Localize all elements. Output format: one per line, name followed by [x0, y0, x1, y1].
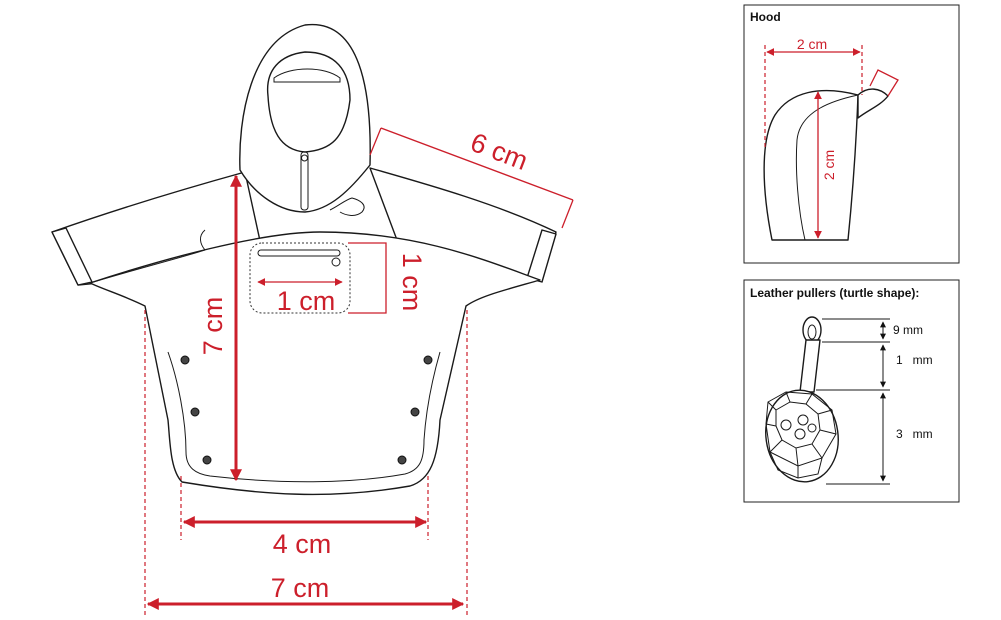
- pocket-width-label: 1 cm: [277, 286, 336, 316]
- pullers-panel-title: Leather pullers (turtle shape):: [750, 286, 919, 300]
- puller-measure-1: 9 mm: [893, 323, 923, 337]
- hood-panel: Hood 2 cm 2 cm: [743, 4, 960, 264]
- total-width-label: 7 cm: [271, 573, 330, 603]
- turtle-puller-icon: [765, 389, 839, 483]
- sleeve-length-label: 6 cm: [467, 127, 532, 176]
- pullers-panel: Leather pullers (turtle shape): 9 mm 1 m…: [743, 279, 960, 503]
- hood-height-label: 2 cm: [821, 150, 837, 180]
- hood-width-label: 2 cm: [797, 36, 827, 52]
- poncho-drawing: [51, 23, 557, 496]
- bottom-width-label: 4 cm: [273, 529, 332, 559]
- pocket: [249, 242, 351, 314]
- puller-measure-2: 1 mm: [896, 353, 933, 367]
- body: [89, 231, 541, 496]
- puller-measure-3: 3 mm: [896, 427, 933, 441]
- pocket-height-label: 1 cm: [397, 253, 427, 312]
- main-dimensions: [144, 127, 574, 615]
- body-length-label: 7 cm: [198, 297, 228, 356]
- hood-panel-title: Hood: [750, 10, 781, 24]
- right-cuff: [526, 229, 557, 283]
